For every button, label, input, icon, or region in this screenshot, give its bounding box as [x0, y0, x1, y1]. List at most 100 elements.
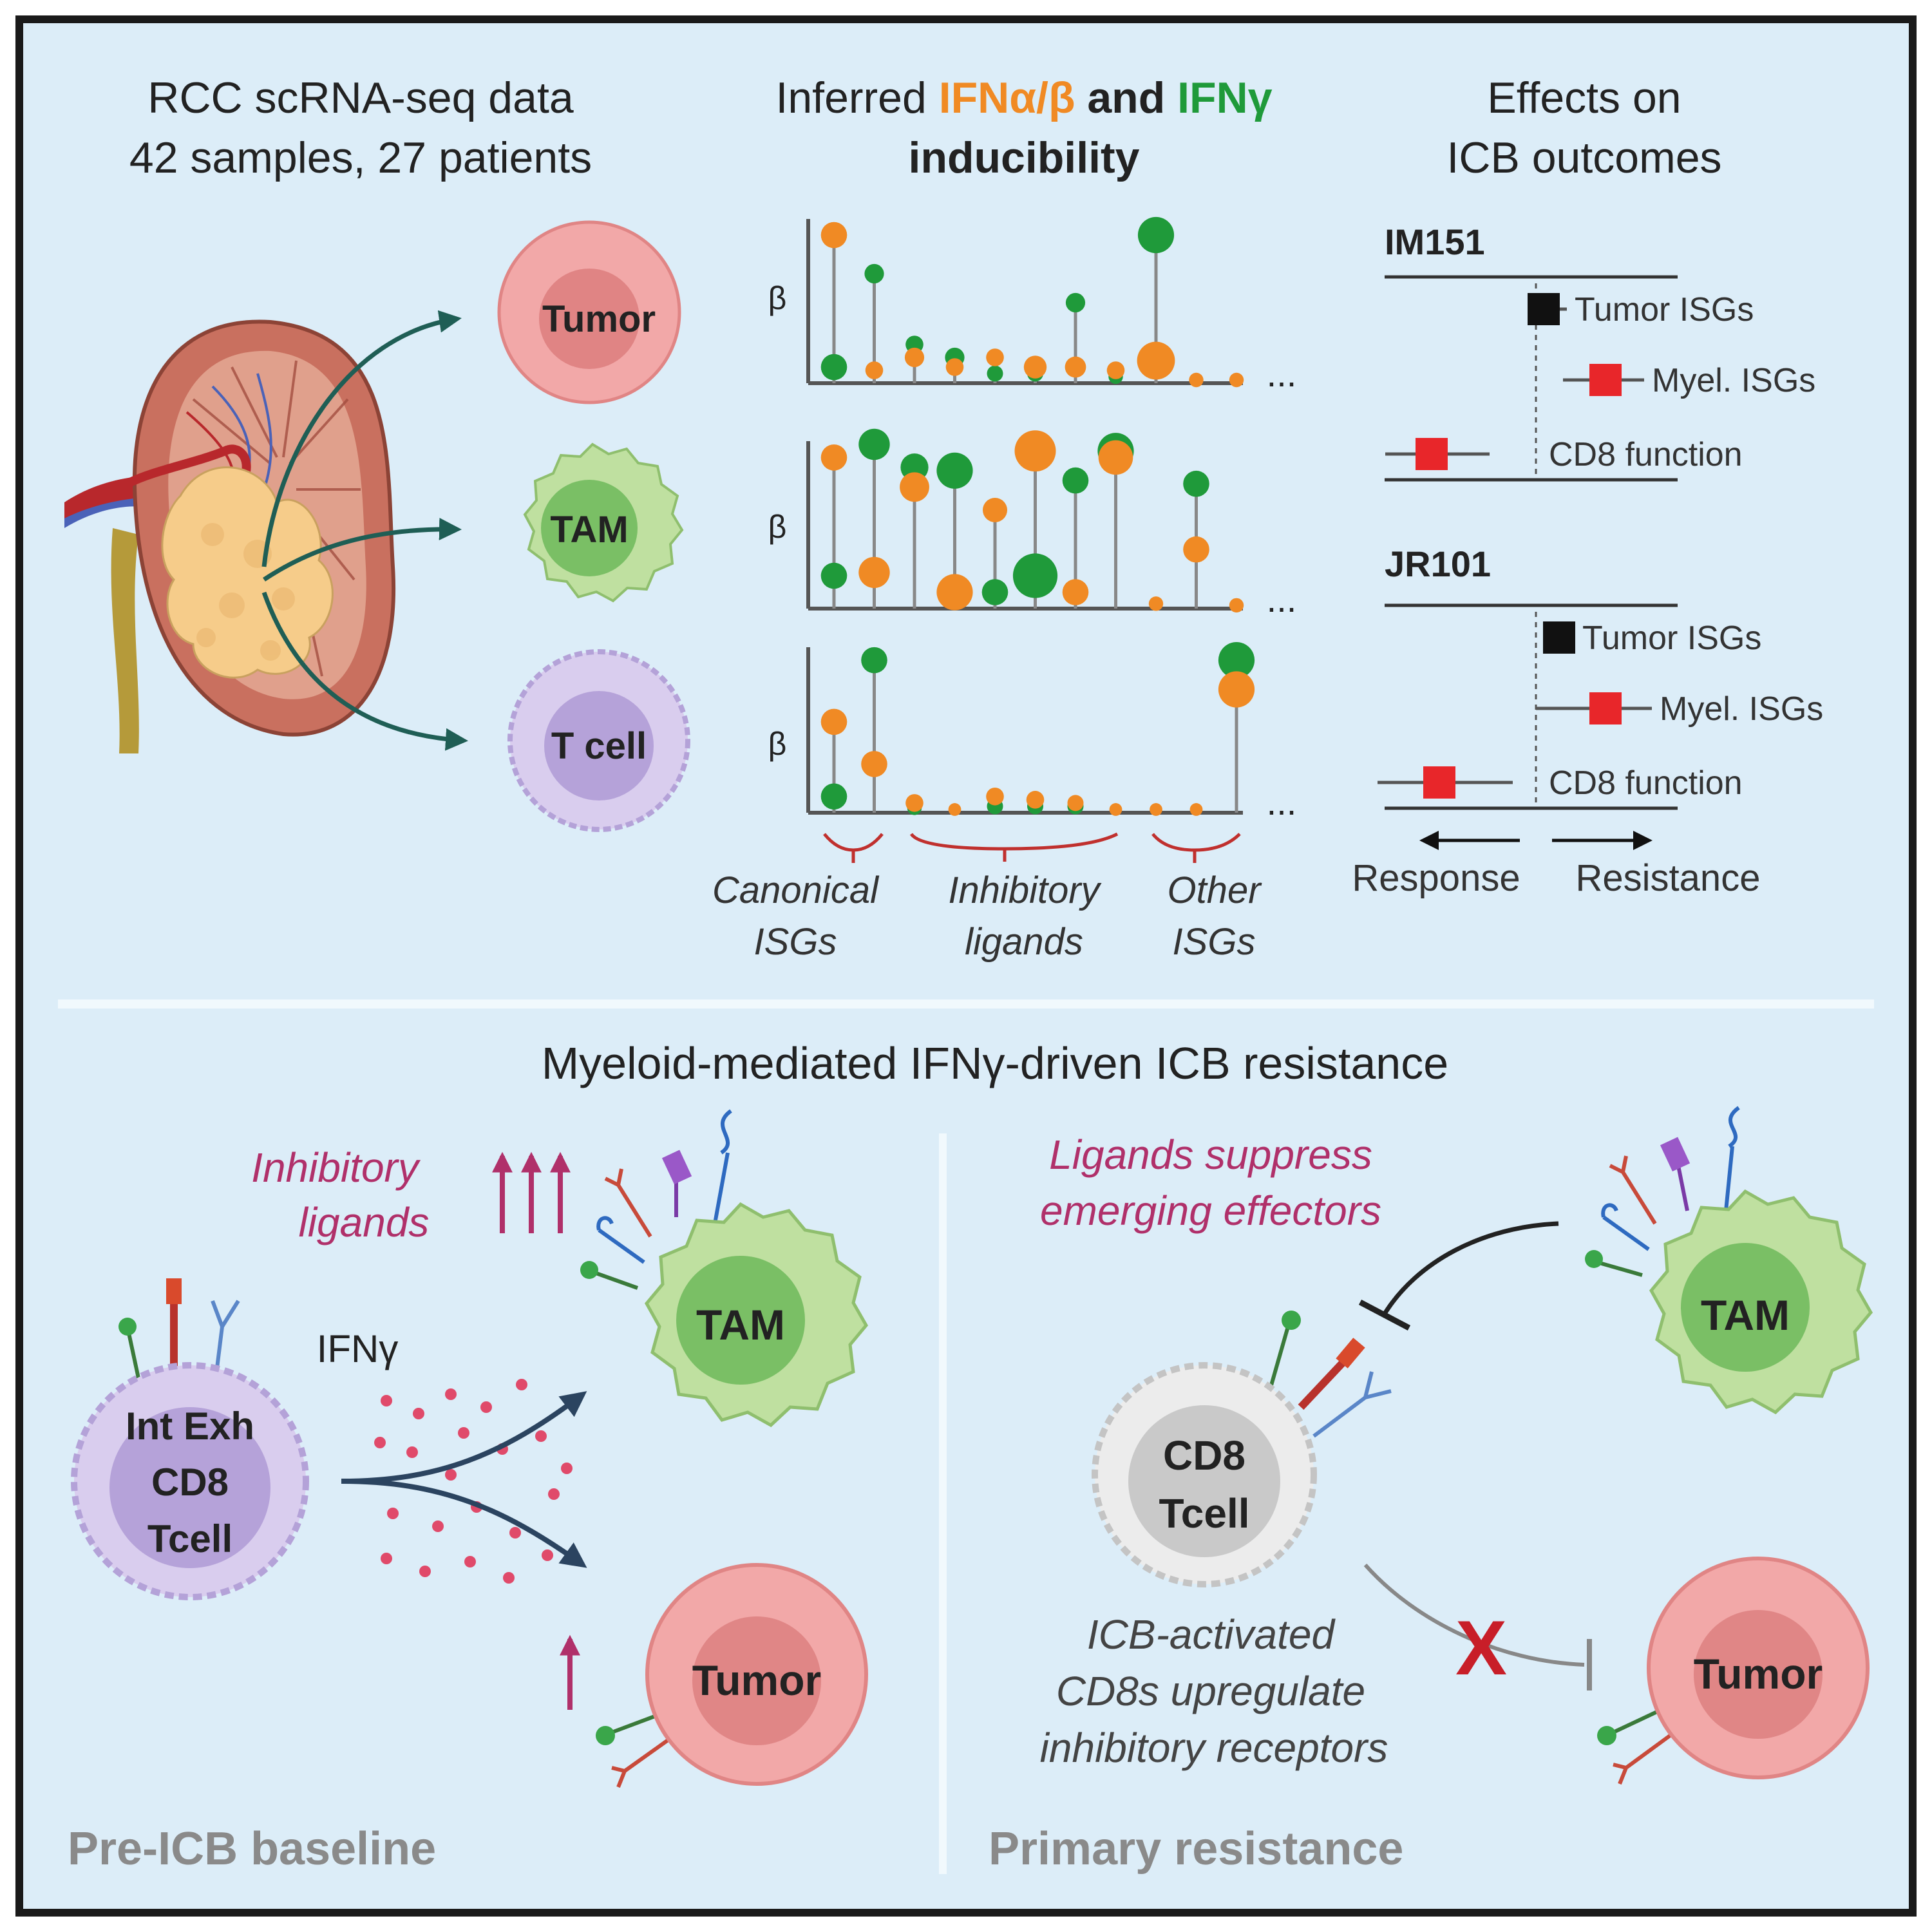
lollipop-ifnab-dot [986, 788, 1004, 806]
lollipop-ifng-dot [1218, 642, 1255, 679]
right-ligands-line2: emerging effectors [1040, 1188, 1381, 1234]
beta-label-tcell: β [768, 726, 787, 762]
group-inhibitory-line2: ligands [965, 921, 1083, 963]
label-response: Response [1352, 857, 1520, 899]
bottom-title: Myeloid-mediated IFNγ-driven ICB resista… [542, 1038, 1448, 1088]
inhibition-tam-to-cd8 [1383, 1221, 1559, 1315]
forest-row-label: Myel. ISGs [1660, 690, 1823, 728]
header-ifn-g: IFNγ [1177, 73, 1273, 122]
lollipop-ifnab-dot [1189, 372, 1204, 388]
forest-row-label: Tumor ISGs [1575, 291, 1754, 328]
forest-effect-marker [1416, 438, 1448, 470]
left-inhibitory-line1: Inhibitory [251, 1144, 421, 1191]
lollipop-ifnab-dot [820, 222, 848, 249]
arrow-ifng-to-tumor [341, 1479, 587, 1568]
forest-row-label: Myel. ISGs [1652, 362, 1815, 399]
forest-cohort-title: IM151 [1385, 222, 1485, 262]
forest-cohort-title: JR101 [1385, 544, 1491, 584]
forest-effect-marker [1528, 293, 1560, 325]
lollipop-ifnab-dot [865, 361, 884, 379]
header-inducibility-line1: Inferred IFNα/β and IFNγ [775, 73, 1272, 122]
lollipop-ifng-dot [987, 365, 1003, 382]
lollipop-ifnab-dot [904, 347, 925, 368]
red-x-mark: X [1455, 1605, 1507, 1691]
lollipop-ifnab-dot [1067, 795, 1084, 811]
forest-effect-marker [1589, 364, 1622, 396]
right-tumor-label: Tumor [1694, 1650, 1823, 1698]
lollipop-ifnab-dot [900, 472, 929, 502]
inducibility-lollipop-charts [806, 216, 1255, 816]
header-ifn-ab: IFNα/β [939, 73, 1075, 122]
cell-cd8-right: CD8 Tcell [1092, 1311, 1392, 1587]
cell-label-tcell-top: T cell [551, 725, 647, 767]
cell-tam-right: TAM [1585, 1106, 1873, 1415]
header-inducibility-line2: inducibility [909, 133, 1140, 182]
lollipop-ifnab-dot [936, 574, 973, 611]
group-other-line1: Other [1167, 869, 1262, 911]
lollipop-ifnab-dot [820, 444, 848, 471]
lollipop-ifng-dot [864, 263, 884, 284]
lollipop-ifnab-dot [861, 751, 887, 777]
left-ifng-label: IFNγ [317, 1327, 399, 1370]
lollipop-ifng-dot [820, 354, 848, 381]
panel-background [15, 15, 1917, 1917]
left-tam-label: TAM [696, 1301, 785, 1349]
forest-row-label: Tumor ISGs [1582, 620, 1761, 657]
divider-vertical [939, 1133, 947, 1874]
arrow-to-tcell [261, 591, 468, 751]
group-other-line2: ISGs [1173, 921, 1256, 963]
lollipop-ifnab-dot [1026, 791, 1045, 809]
right-icb-line3: inhibitory receptors [1040, 1725, 1388, 1771]
lollipop-ifng-dot [820, 562, 848, 589]
beta-label-tam: β [768, 509, 787, 545]
lollipop-ifnab-dot [1062, 579, 1089, 605]
ellipsis-tam: ... [1267, 579, 1297, 620]
right-cd8-line2: Tcell [1159, 1490, 1249, 1537]
forest-effect-marker [1589, 692, 1622, 724]
cell-tumor-left: Tumor [560, 1563, 868, 1788]
right-icb-line1: ICB-activated [1087, 1611, 1336, 1658]
cell-tumor-top: Tumor [497, 220, 681, 404]
lollipop-ifnab-dot [1137, 341, 1175, 380]
lollipop-ifnab-dot [1189, 803, 1203, 816]
lollipop-ifnab-dot [1023, 355, 1047, 379]
group-braces [823, 832, 1241, 863]
right-ligands-line1: Ligands suppress [1049, 1132, 1372, 1178]
cell-label-tumor-top: Tumor [542, 298, 656, 340]
lollipop-ifng-dot [981, 579, 1009, 605]
cell-tumor-right: Tumor [1597, 1557, 1870, 1785]
lollipop-ifnab-dot [945, 358, 964, 376]
header-data-line2: 42 samples, 27 patients [129, 133, 592, 182]
lollipop-ifnab-dot [1014, 430, 1056, 472]
up-arrows-ligands [492, 1151, 571, 1233]
lollipop-ifnab-dot [1183, 536, 1209, 563]
header-effects-line1: Effects on [1487, 73, 1681, 122]
divider-horizontal [58, 999, 1874, 1009]
lollipop-ifnab-dot [1229, 598, 1244, 613]
arrow-ifng-to-tam [341, 1391, 587, 1484]
lollipop-ifnab-dot [1106, 361, 1125, 379]
lollipop-ifnab-dot [1065, 356, 1086, 378]
forest-row-label: CD8 function [1549, 764, 1743, 802]
lollipop-ifng-dot [861, 647, 887, 674]
right-footer: Primary resistance [989, 1823, 1403, 1875]
cell-tcell-top: T cell [507, 649, 690, 832]
lollipop-ifnab-dot [858, 556, 890, 589]
lollipop-ifng-dot [820, 783, 848, 810]
header-prefix: Inferred [775, 73, 938, 122]
lollipop-ifnab-dot [820, 708, 848, 735]
cell-tam-left: TAM [580, 1109, 869, 1428]
lollipop-ifnab-dot [1150, 803, 1162, 816]
left-cd8-line3: Tcell [147, 1517, 232, 1560]
arrow-to-tumor [261, 310, 462, 567]
cell-tam-top: TAM [523, 442, 684, 603]
lollipop-ifng-dot [936, 452, 973, 489]
header-and: and [1075, 73, 1177, 122]
beta-label-tumor: β [768, 280, 787, 316]
lollipop-ifnab-dot [1109, 803, 1122, 816]
left-cd8-line2: CD8 [151, 1461, 229, 1504]
cell-label-tam-top: TAM [550, 509, 628, 551]
